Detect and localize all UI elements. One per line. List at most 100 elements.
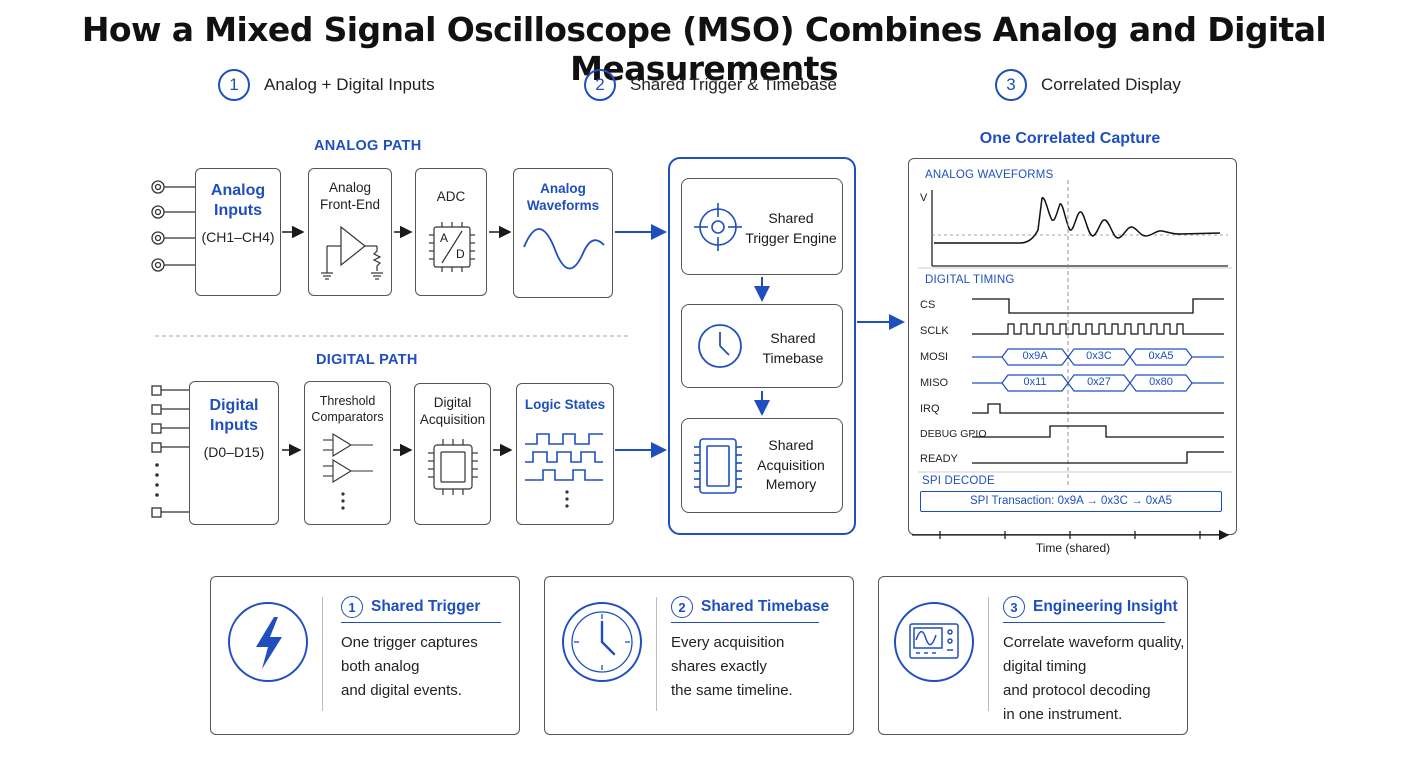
logic-states-label: Logic States bbox=[524, 397, 606, 412]
digital-inputs-range: (D0–D15) bbox=[203, 444, 265, 460]
comparator-icon bbox=[323, 433, 373, 510]
miso-byte-1: 0x11 bbox=[1023, 376, 1047, 388]
adc-label: ADC bbox=[436, 189, 466, 204]
amplifier-icon bbox=[321, 225, 383, 280]
sclk-trace bbox=[972, 323, 1224, 335]
lightning-icon bbox=[228, 602, 308, 682]
card-1-line-2: both analog bbox=[341, 658, 420, 675]
analog-waveforms-box: Analog Waveforms bbox=[513, 168, 613, 298]
analog-frontend-label-2: Front-End bbox=[319, 197, 381, 212]
ready-trace bbox=[972, 451, 1224, 464]
signal-label-cs: CS bbox=[920, 299, 936, 311]
adc-d-label: D bbox=[456, 247, 465, 261]
time-axis bbox=[912, 529, 1230, 541]
digital-inputs-title-1: Digital bbox=[209, 397, 259, 414]
step-2-label: Shared Trigger & Timebase bbox=[630, 75, 837, 94]
debug-gpio-trace bbox=[972, 425, 1224, 438]
step-2: 2 Shared Trigger & Timebase bbox=[584, 69, 837, 101]
card-engineering-insight: 3 Engineering Insight Correlate waveform… bbox=[878, 576, 1188, 735]
mosi-byte-2: 0x3C bbox=[1086, 350, 1112, 362]
spi-decode-label: SPI DECODE bbox=[922, 475, 995, 487]
card-shared-timebase: 2 Shared Timebase Every acquisition shar… bbox=[544, 576, 854, 735]
card-2-line-2: shares exactly bbox=[671, 658, 767, 675]
mosi-byte-1: 0x9A bbox=[1022, 350, 1048, 362]
analog-frontend-label-1: Analog bbox=[328, 180, 372, 195]
shared-arrows bbox=[615, 224, 905, 458]
mosi-byte-3: 0xA5 bbox=[1148, 350, 1174, 362]
digital-inputs-title-2: Inputs bbox=[210, 417, 258, 434]
shared-memory-label-3: Memory bbox=[765, 476, 817, 492]
spi-transaction: SPI Transaction: 0x9A → 0x3C → 0xA5 bbox=[920, 491, 1222, 512]
mosi-bus bbox=[972, 348, 1224, 366]
shared-timebase-box: Shared Timebase bbox=[681, 304, 843, 388]
miso-byte-3: 0x80 bbox=[1149, 376, 1173, 388]
card-3-line-4: in one instrument. bbox=[1003, 706, 1123, 723]
clock-icon bbox=[698, 324, 742, 368]
miso-bus bbox=[972, 374, 1224, 392]
card-3-line-3: and protocol decoding bbox=[1003, 682, 1151, 699]
time-axis-label: Time (shared) bbox=[1035, 541, 1111, 555]
memory-chip-icon bbox=[694, 438, 742, 494]
logic-states-icon bbox=[525, 433, 603, 508]
card-1-title: Shared Trigger bbox=[371, 598, 481, 615]
miso-byte-2: 0x27 bbox=[1087, 376, 1111, 388]
oscilloscope-icon bbox=[894, 602, 974, 682]
logic-states-box: Logic States bbox=[516, 383, 614, 525]
digital-acquisition-box: Digital Acquisition bbox=[414, 383, 491, 525]
card-shared-trigger: 1 Shared Trigger One trigger captures bo… bbox=[210, 576, 520, 735]
step-3-number: 3 bbox=[995, 69, 1027, 101]
card-1-number: 1 bbox=[341, 596, 363, 618]
shared-trigger-box: Shared Trigger Engine bbox=[681, 178, 843, 275]
step-1-label: Analog + Digital Inputs bbox=[264, 75, 435, 94]
analog-inputs-title-2: Inputs bbox=[214, 202, 262, 219]
digital-timing-panel-label: DIGITAL TIMING bbox=[925, 274, 1015, 286]
threshold-comparators-box: Threshold Comparators bbox=[304, 381, 391, 525]
cs-trace bbox=[972, 298, 1224, 314]
analog-frontend-box: Analog Front-End bbox=[308, 168, 392, 296]
step-2-number: 2 bbox=[584, 69, 616, 101]
signal-label-mosi: MOSI bbox=[920, 351, 949, 363]
card-1-line-1: One trigger captures bbox=[341, 634, 478, 651]
sine-wave-icon bbox=[523, 228, 605, 270]
analog-inputs-range: (CH1–CH4) bbox=[201, 229, 275, 245]
shared-memory-label-1: Shared bbox=[768, 437, 814, 453]
shared-block bbox=[668, 157, 856, 535]
digital-acq-label-2: Acquisition bbox=[419, 412, 486, 427]
clock-icon bbox=[562, 602, 642, 682]
analog-trace bbox=[934, 197, 1221, 244]
v-axis-label: V bbox=[920, 192, 928, 204]
card-1-title-row: 1 Shared Trigger bbox=[341, 596, 480, 618]
signal-label-irq: IRQ bbox=[920, 403, 940, 415]
card-3-number: 3 bbox=[1003, 596, 1025, 618]
page-title: How a Mixed Signal Oscilloscope (MSO) Co… bbox=[81, 10, 1327, 88]
shared-timebase-label-1: Shared bbox=[770, 330, 816, 346]
threshold-label-2: Comparators bbox=[311, 410, 384, 424]
card-2-title-row: 2 Shared Timebase bbox=[671, 596, 829, 618]
signal-label-ready: READY bbox=[920, 453, 958, 465]
card-3-line-2: digital timing bbox=[1003, 658, 1087, 675]
threshold-label-1: Threshold bbox=[319, 394, 376, 408]
analog-inputs-title-1: Analog bbox=[210, 182, 266, 199]
digital-acq-label-1: Digital bbox=[433, 395, 472, 410]
chip-icon bbox=[428, 439, 478, 495]
digital-input-ellipsis bbox=[155, 463, 159, 497]
card-3-title-row: 3 Engineering Insight bbox=[1003, 596, 1178, 618]
step-3-label: Correlated Display bbox=[1041, 75, 1181, 94]
analog-path-label: ANALOG PATH bbox=[314, 138, 422, 154]
card-2-line-1: Every acquisition bbox=[671, 634, 785, 651]
shared-memory-box: Shared Acquisition Memory bbox=[681, 418, 843, 513]
analog-waveforms-label-1: Analog bbox=[540, 181, 586, 196]
card-3-title: Engineering Insight bbox=[1033, 598, 1178, 615]
shared-trigger-label-2: Trigger Engine bbox=[745, 230, 837, 246]
shared-trigger-label-1: Shared bbox=[768, 210, 814, 226]
digital-input-connectors bbox=[151, 385, 190, 518]
card-3-line-1: Correlate waveform quality, bbox=[1003, 634, 1185, 651]
step-1: 1 Analog + Digital Inputs bbox=[218, 69, 435, 101]
digital-path-label: DIGITAL PATH bbox=[316, 352, 418, 368]
card-2-number: 2 bbox=[671, 596, 693, 618]
shared-memory-label-2: Acquisition bbox=[757, 456, 825, 473]
analog-waveforms-label-2: Waveforms bbox=[526, 198, 600, 213]
analog-inputs-box: Analog Inputs (CH1–CH4) bbox=[195, 168, 281, 296]
analog-input-connectors bbox=[151, 180, 196, 272]
